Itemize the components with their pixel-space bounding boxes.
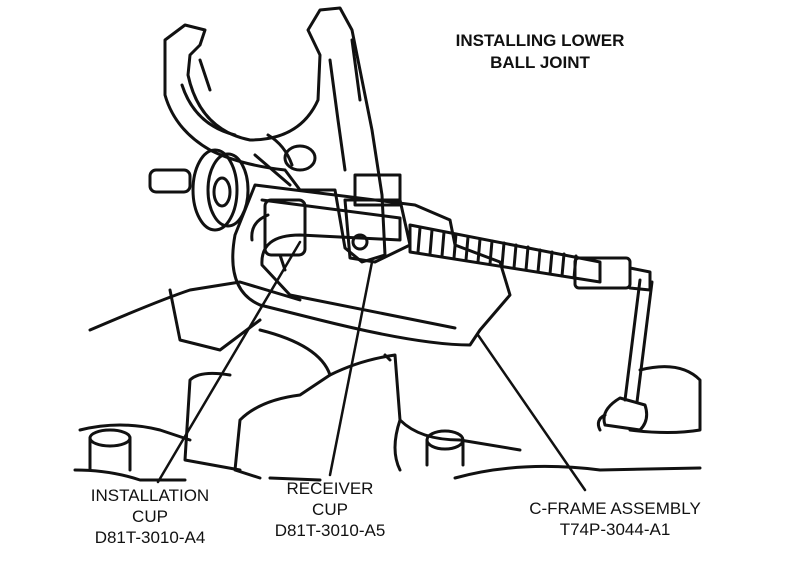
- receiver-cup-line-1: RECEIVER: [286, 479, 374, 498]
- lower-arm-body: [73, 280, 702, 482]
- steering-knuckle: [163, 6, 387, 264]
- diagram-title: INSTALLING LOWER BALL JOINT: [415, 30, 665, 74]
- installation-cup-line-2: CUP: [132, 507, 168, 526]
- c-frame-part-number: T74P-3044-A1: [559, 520, 671, 539]
- wrench-and-hand: [596, 278, 702, 434]
- title-line-2: BALL JOINT: [490, 53, 590, 72]
- installation-cup-part-number: D81T-3010-A4: [94, 528, 206, 547]
- receiver-cup-line-2: CUP: [312, 500, 348, 519]
- forcing-screw: [408, 223, 652, 292]
- c-frame-line-1: C-FRAME ASSEMBLY: [529, 499, 701, 518]
- leader-c-frame: [476, 333, 587, 492]
- callout-installation-cup: INSTALLATION CUP D81T-3010-A4: [70, 485, 230, 548]
- installation-cup-line-1: INSTALLATION: [90, 486, 210, 505]
- callout-receiver-cup: RECEIVER CUP D81T-3010-A5: [255, 478, 405, 541]
- receiver-cup-part-number: D81T-3010-A5: [274, 521, 386, 540]
- axle-shaft: [148, 148, 250, 232]
- receiver-cup: [343, 173, 412, 264]
- callout-c-frame: C-FRAME ASSEMBLY T74P-3044-A1: [515, 498, 715, 540]
- leader-receiver-cup: [328, 260, 374, 477]
- title-line-1: INSTALLING LOWER: [455, 31, 625, 50]
- callout-leaders: [156, 240, 587, 492]
- leader-installation-cup: [156, 240, 302, 484]
